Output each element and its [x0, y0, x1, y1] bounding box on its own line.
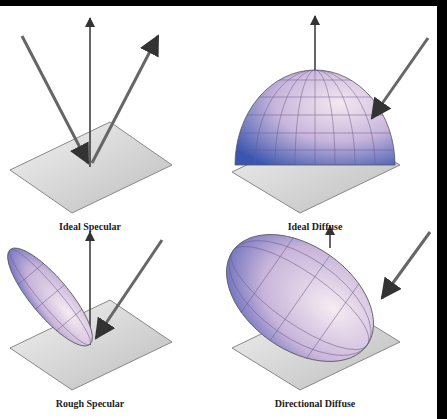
panel-label: Ideal Diffuse — [288, 221, 343, 233]
panel-label: Ideal Specular — [59, 221, 121, 233]
panel-label: Rough Specular — [56, 398, 125, 410]
panel-label: Directional Diffuse — [275, 398, 356, 410]
